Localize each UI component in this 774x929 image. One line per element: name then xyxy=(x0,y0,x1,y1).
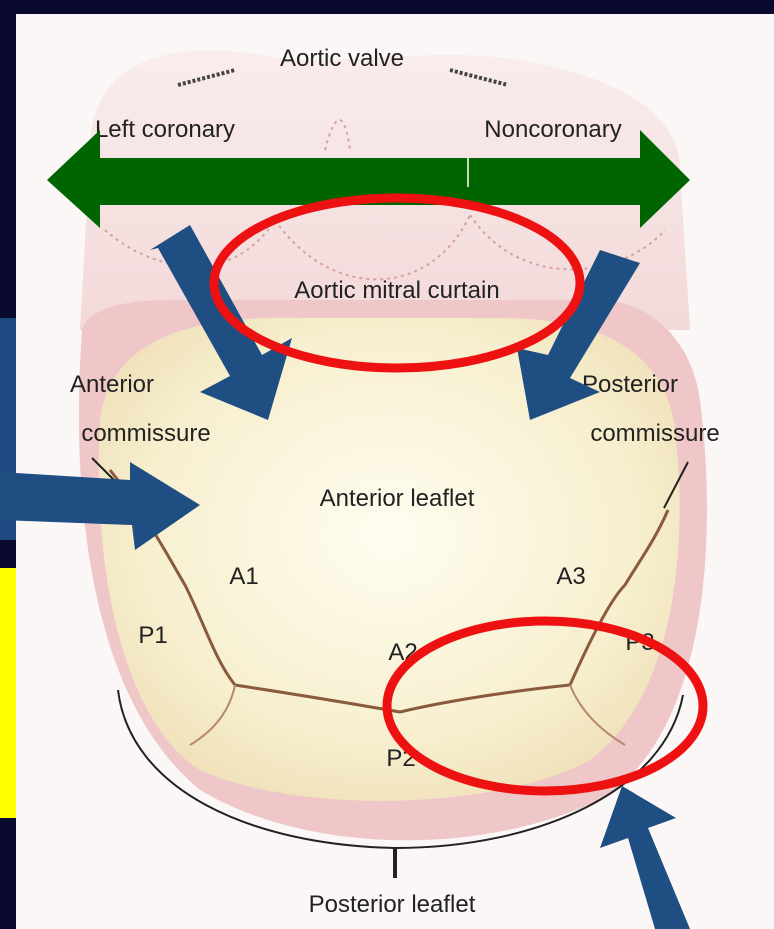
label-a3: A3 xyxy=(556,563,585,590)
label-posterior-commissure-line1: Posterior xyxy=(582,371,678,398)
label-anterior-commissure-line2: commissure xyxy=(81,420,210,447)
label-a1: A1 xyxy=(229,563,258,590)
label-noncoronary: Noncoronary xyxy=(484,116,621,143)
label-aortic-mitral-curtain: Aortic mitral curtain xyxy=(294,277,499,304)
label-aortic-valve: Aortic valve xyxy=(280,45,404,72)
label-posterior-commissure-line2: commissure xyxy=(590,420,719,447)
label-anterior-commissure-line1: Anterior xyxy=(70,371,154,398)
label-anterior-leaflet: Anterior leaflet xyxy=(320,485,475,512)
label-posterior-leaflet: Posterior leaflet xyxy=(309,891,476,918)
label-left-coronary: Left coronary xyxy=(95,116,235,143)
label-p1: P1 xyxy=(138,622,167,649)
